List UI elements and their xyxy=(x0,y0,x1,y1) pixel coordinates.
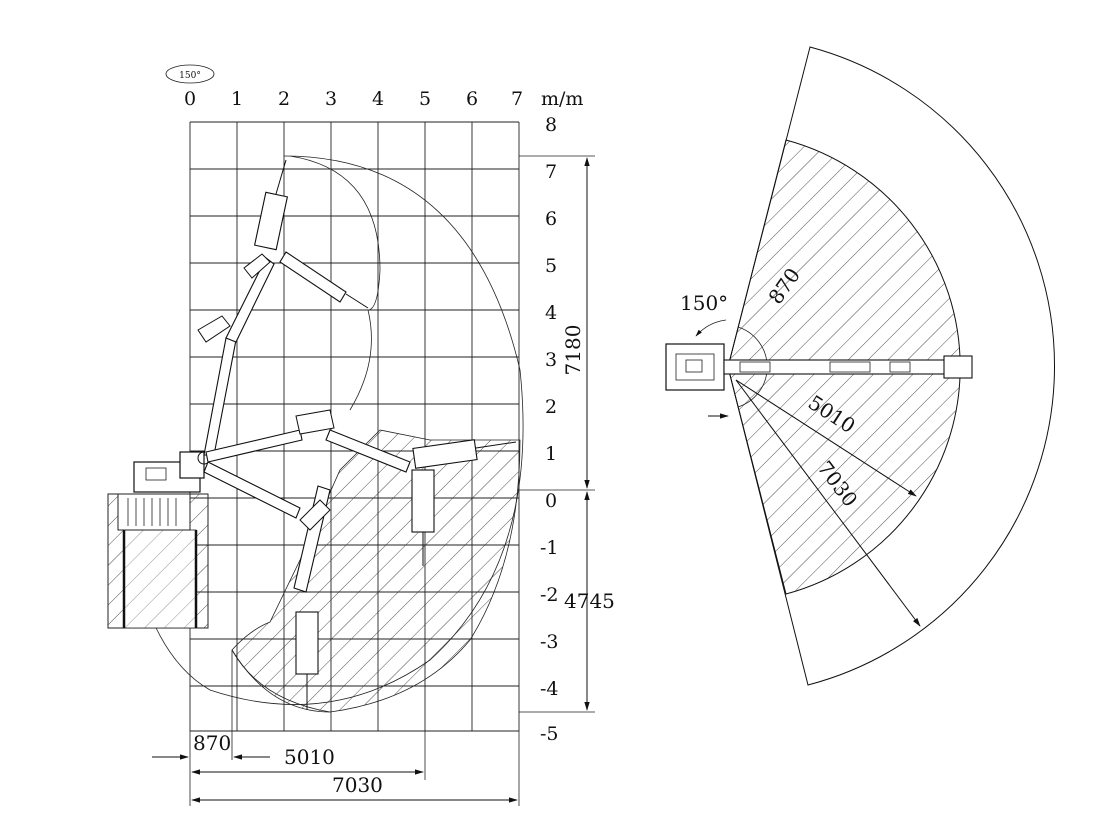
y-tick: 3 xyxy=(545,349,557,371)
machine-base xyxy=(133,451,211,493)
boom-pose-down xyxy=(203,461,331,710)
y-tick: -2 xyxy=(540,584,559,606)
boom-pose-horizontal xyxy=(205,409,517,566)
top-view: 150° 870 5010 7030 xyxy=(665,46,1056,686)
reach-min-label: 870 xyxy=(193,731,231,755)
foundation-pit xyxy=(107,493,209,629)
y-tick: 0 xyxy=(545,490,557,512)
reach-mid-label: 5010 xyxy=(284,745,335,769)
side-view: 150° 0 xyxy=(107,64,615,806)
y-tick: 6 xyxy=(545,208,557,230)
top-machine xyxy=(665,343,973,391)
y-tick: 8 xyxy=(545,114,557,136)
y-tick: 4 xyxy=(545,302,557,324)
dimension-vertical: 7180 4745 xyxy=(519,155,615,713)
x-tick: 1 xyxy=(231,88,243,110)
x-tick: 4 xyxy=(372,88,384,110)
unit-label: m/m xyxy=(541,88,583,110)
x-tick: 6 xyxy=(466,88,478,110)
y-tick: -3 xyxy=(540,631,559,653)
slew-badge-label: 150° xyxy=(179,71,201,81)
y-tick: 5 xyxy=(545,255,557,277)
y-tick: -4 xyxy=(540,678,559,700)
x-tick: 5 xyxy=(419,88,431,110)
boom-pose-up xyxy=(197,159,369,456)
slew-badge xyxy=(165,64,215,84)
x-axis-ticks: 0 1 2 3 4 5 6 7 m/m xyxy=(184,88,583,110)
x-tick: 7 xyxy=(511,88,523,110)
x-tick: 2 xyxy=(278,88,290,110)
dimension-horizontal: 870 5010 7030 xyxy=(152,731,520,806)
hatched-reach-zone xyxy=(231,429,521,713)
y-tick: 7 xyxy=(545,161,557,183)
reach-envelope xyxy=(123,155,524,760)
y-tick: -5 xyxy=(540,723,559,745)
y-axis-ticks: 8 7 6 5 4 3 2 1 0 -1 -2 -3 -4 -5 xyxy=(540,114,559,745)
y-tick: 1 xyxy=(545,443,557,465)
reach-max-label: 7030 xyxy=(332,773,383,797)
y-tick: -1 xyxy=(540,537,559,559)
y-tick: 2 xyxy=(545,396,557,418)
x-tick: 0 xyxy=(184,88,196,110)
depth-below-label: 4745 xyxy=(564,589,615,613)
height-above-label: 7180 xyxy=(561,325,585,376)
slew-angle-label: 150° xyxy=(680,291,728,315)
x-tick: 3 xyxy=(325,88,337,110)
